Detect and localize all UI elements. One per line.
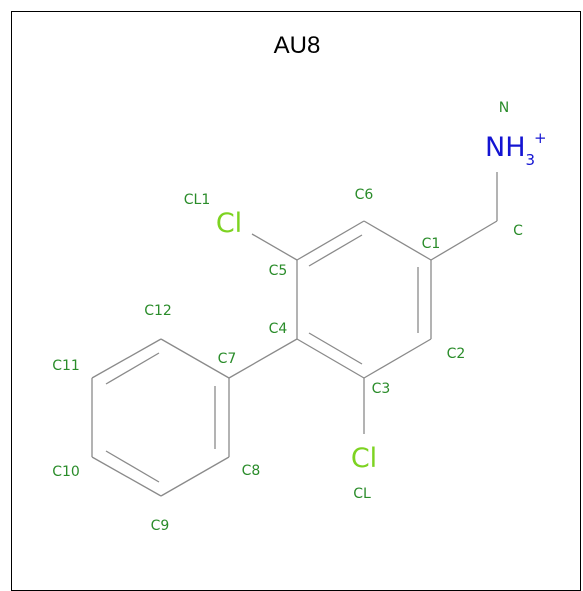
atom-label-cl1: CL1 bbox=[184, 192, 210, 208]
atom-label-c11: C11 bbox=[52, 358, 80, 374]
bond-c1-c bbox=[430, 220, 498, 261]
atom-label-n: N bbox=[499, 100, 509, 116]
amine-nh: NH bbox=[485, 132, 526, 163]
bond-c4-c3 bbox=[296, 338, 365, 379]
bond-c5-cl1 bbox=[251, 233, 298, 261]
atom-label-c4: C4 bbox=[269, 321, 288, 337]
viewer-frame bbox=[11, 11, 581, 591]
atom-label-c8: C8 bbox=[242, 463, 261, 479]
amine-charge: + bbox=[534, 129, 547, 147]
atom-label-c2: C2 bbox=[447, 346, 466, 362]
amine-symbol: NH3 bbox=[485, 132, 535, 169]
bond-c3-c2 bbox=[363, 338, 432, 379]
bond-inner-c4-c3 bbox=[308, 332, 363, 365]
bond-c11-c12 bbox=[91, 338, 162, 379]
bond-c8-c9 bbox=[160, 456, 230, 497]
bond-c4-c7 bbox=[228, 338, 298, 379]
bond-inner-c11-c12 bbox=[105, 352, 160, 385]
chlorine-symbol-bottom: Cl bbox=[351, 443, 377, 474]
bond-c6-c5 bbox=[296, 220, 365, 261]
bond-c1-c6 bbox=[363, 220, 432, 261]
atom-label-c3: C3 bbox=[372, 381, 391, 397]
amine-subscript: 3 bbox=[526, 151, 536, 169]
atom-label-c5: C5 bbox=[269, 263, 288, 279]
ligand-title: AU8 bbox=[274, 32, 321, 59]
bonds bbox=[91, 172, 498, 497]
atom-label-cl: CL bbox=[353, 486, 371, 502]
bond-c9-c10 bbox=[91, 456, 162, 497]
atom-label-c10: C10 bbox=[52, 464, 80, 480]
chlorine-symbol-top: Cl bbox=[216, 208, 242, 239]
atom-label-c6: C6 bbox=[355, 187, 374, 203]
atom-label-c1: C1 bbox=[422, 236, 441, 252]
atom-label-c7: C7 bbox=[218, 351, 237, 367]
atom-label-c9: C9 bbox=[151, 518, 170, 534]
bond-inner-c9-c10 bbox=[105, 450, 160, 483]
bond-c12-c7 bbox=[160, 338, 230, 379]
atom-label-c: C bbox=[513, 223, 523, 239]
atom-label-c12: C12 bbox=[144, 303, 172, 319]
bond-inner-c6-c5 bbox=[308, 234, 363, 267]
